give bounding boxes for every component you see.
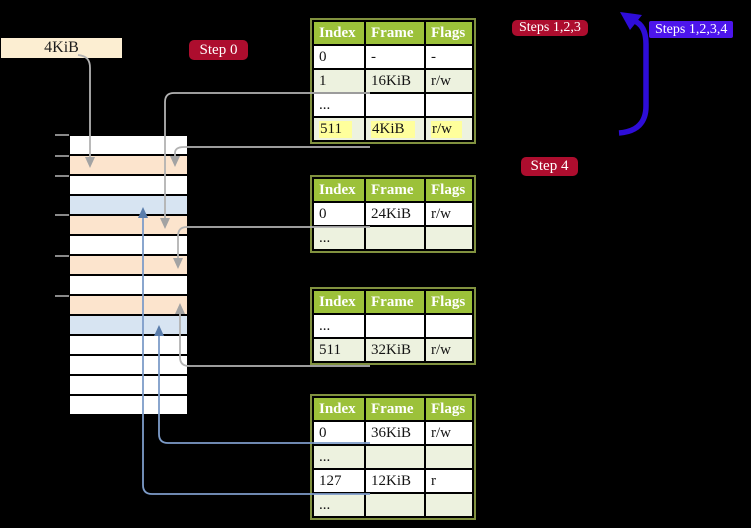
table-cell: 0 [312, 420, 366, 446]
memory-row-white [70, 336, 187, 356]
column-header-flags: Flags [424, 177, 474, 203]
table-cell [364, 313, 426, 339]
column-header-index: Index [312, 289, 366, 315]
table-cell: 24KiB [364, 201, 426, 227]
table-row: 0-- [312, 44, 474, 70]
frame-size-label: 4KiB [1, 38, 122, 58]
table-cell: ... [312, 225, 366, 251]
memory-row-peach [70, 156, 187, 176]
column-header-frame: Frame [364, 396, 426, 422]
memory-row-blue [70, 316, 187, 336]
memory-tick [55, 295, 69, 297]
memory-row-white [70, 136, 187, 156]
memory-tick [55, 155, 69, 157]
column-header-frame: Frame [364, 20, 426, 46]
table-row: ... [312, 313, 474, 339]
table-cell: ... [312, 313, 366, 339]
step0-badge: Step 0 [189, 40, 248, 60]
table-row: ... [312, 492, 474, 518]
table-cell: r/w [424, 116, 474, 142]
loop-arrow [618, 17, 649, 136]
table-cell [364, 492, 426, 518]
table-cell [424, 492, 474, 518]
highlighted-value: 4KiB [371, 120, 415, 138]
memory-row-white [70, 236, 187, 256]
table-cell: 12KiB [364, 468, 426, 494]
table-row: 511 4KiB r/w [312, 116, 474, 142]
memory-row-white [70, 276, 187, 296]
memory-tick [55, 214, 69, 216]
memory-strip [68, 134, 189, 416]
table-cell: 511 [312, 116, 366, 142]
table-cell: - [424, 44, 474, 70]
memory-row-white [70, 176, 187, 196]
steps1234-badge: Steps 1,2,3,4 [649, 21, 734, 38]
column-header-index: Index [312, 20, 366, 46]
table-cell: 36KiB [364, 420, 426, 446]
column-header-flags: Flags [424, 289, 474, 315]
table-cell: 32KiB [364, 337, 426, 363]
memory-tick [55, 255, 69, 257]
table-cell: r/w [424, 201, 474, 227]
table-cell: r [424, 468, 474, 494]
table-cell [364, 225, 426, 251]
table-cell: 0 [312, 201, 366, 227]
memory-row-blue [70, 196, 187, 216]
connector-top-row511 [174, 146, 370, 156]
column-header-frame: Frame [364, 289, 426, 315]
table-cell: 0 [312, 44, 366, 70]
table-cell [424, 92, 474, 118]
table-cell [424, 225, 474, 251]
table-cell: 1 [312, 68, 366, 94]
column-header-frame: Frame [364, 177, 426, 203]
column-header-flags: Flags [424, 396, 474, 422]
column-header-flags: Flags [424, 20, 474, 46]
table-cell: 4KiB [364, 116, 426, 142]
table-cell: ... [312, 92, 366, 118]
memory-row-white [70, 356, 187, 376]
memory-row-white [70, 376, 187, 396]
memory-row-white [70, 396, 187, 414]
loop-arrowhead-icon [620, 12, 642, 30]
table-cell [364, 444, 426, 470]
table-cell: ... [312, 444, 366, 470]
table-cell: r/w [424, 420, 474, 446]
step4-badge: Step 4 [521, 157, 578, 176]
memory-tick [55, 175, 69, 177]
table-row: ... [312, 444, 474, 470]
table-cell: ... [312, 492, 366, 518]
table-cell: r/w [424, 68, 474, 94]
column-header-index: Index [312, 396, 366, 422]
highlighted-value: 511 [319, 120, 352, 138]
table-cell [424, 313, 474, 339]
table-cell [364, 92, 426, 118]
table-cell: 127 [312, 468, 366, 494]
memory-row-peach [70, 296, 187, 316]
highlighted-value: r/w [431, 120, 462, 138]
table-cell: r/w [424, 337, 474, 363]
table-cell [424, 444, 474, 470]
table-cell: 16KiB [364, 68, 426, 94]
table-row: ... [312, 92, 474, 118]
column-header-index: Index [312, 177, 366, 203]
memory-tick [55, 134, 69, 136]
memory-row-peach [70, 216, 187, 236]
table-row: ... [312, 225, 474, 251]
table-cell: 511 [312, 337, 366, 363]
memory-row-peach [70, 256, 187, 276]
steps123-badge: Steps 1,2,3 [512, 20, 588, 36]
table-cell: - [364, 44, 426, 70]
